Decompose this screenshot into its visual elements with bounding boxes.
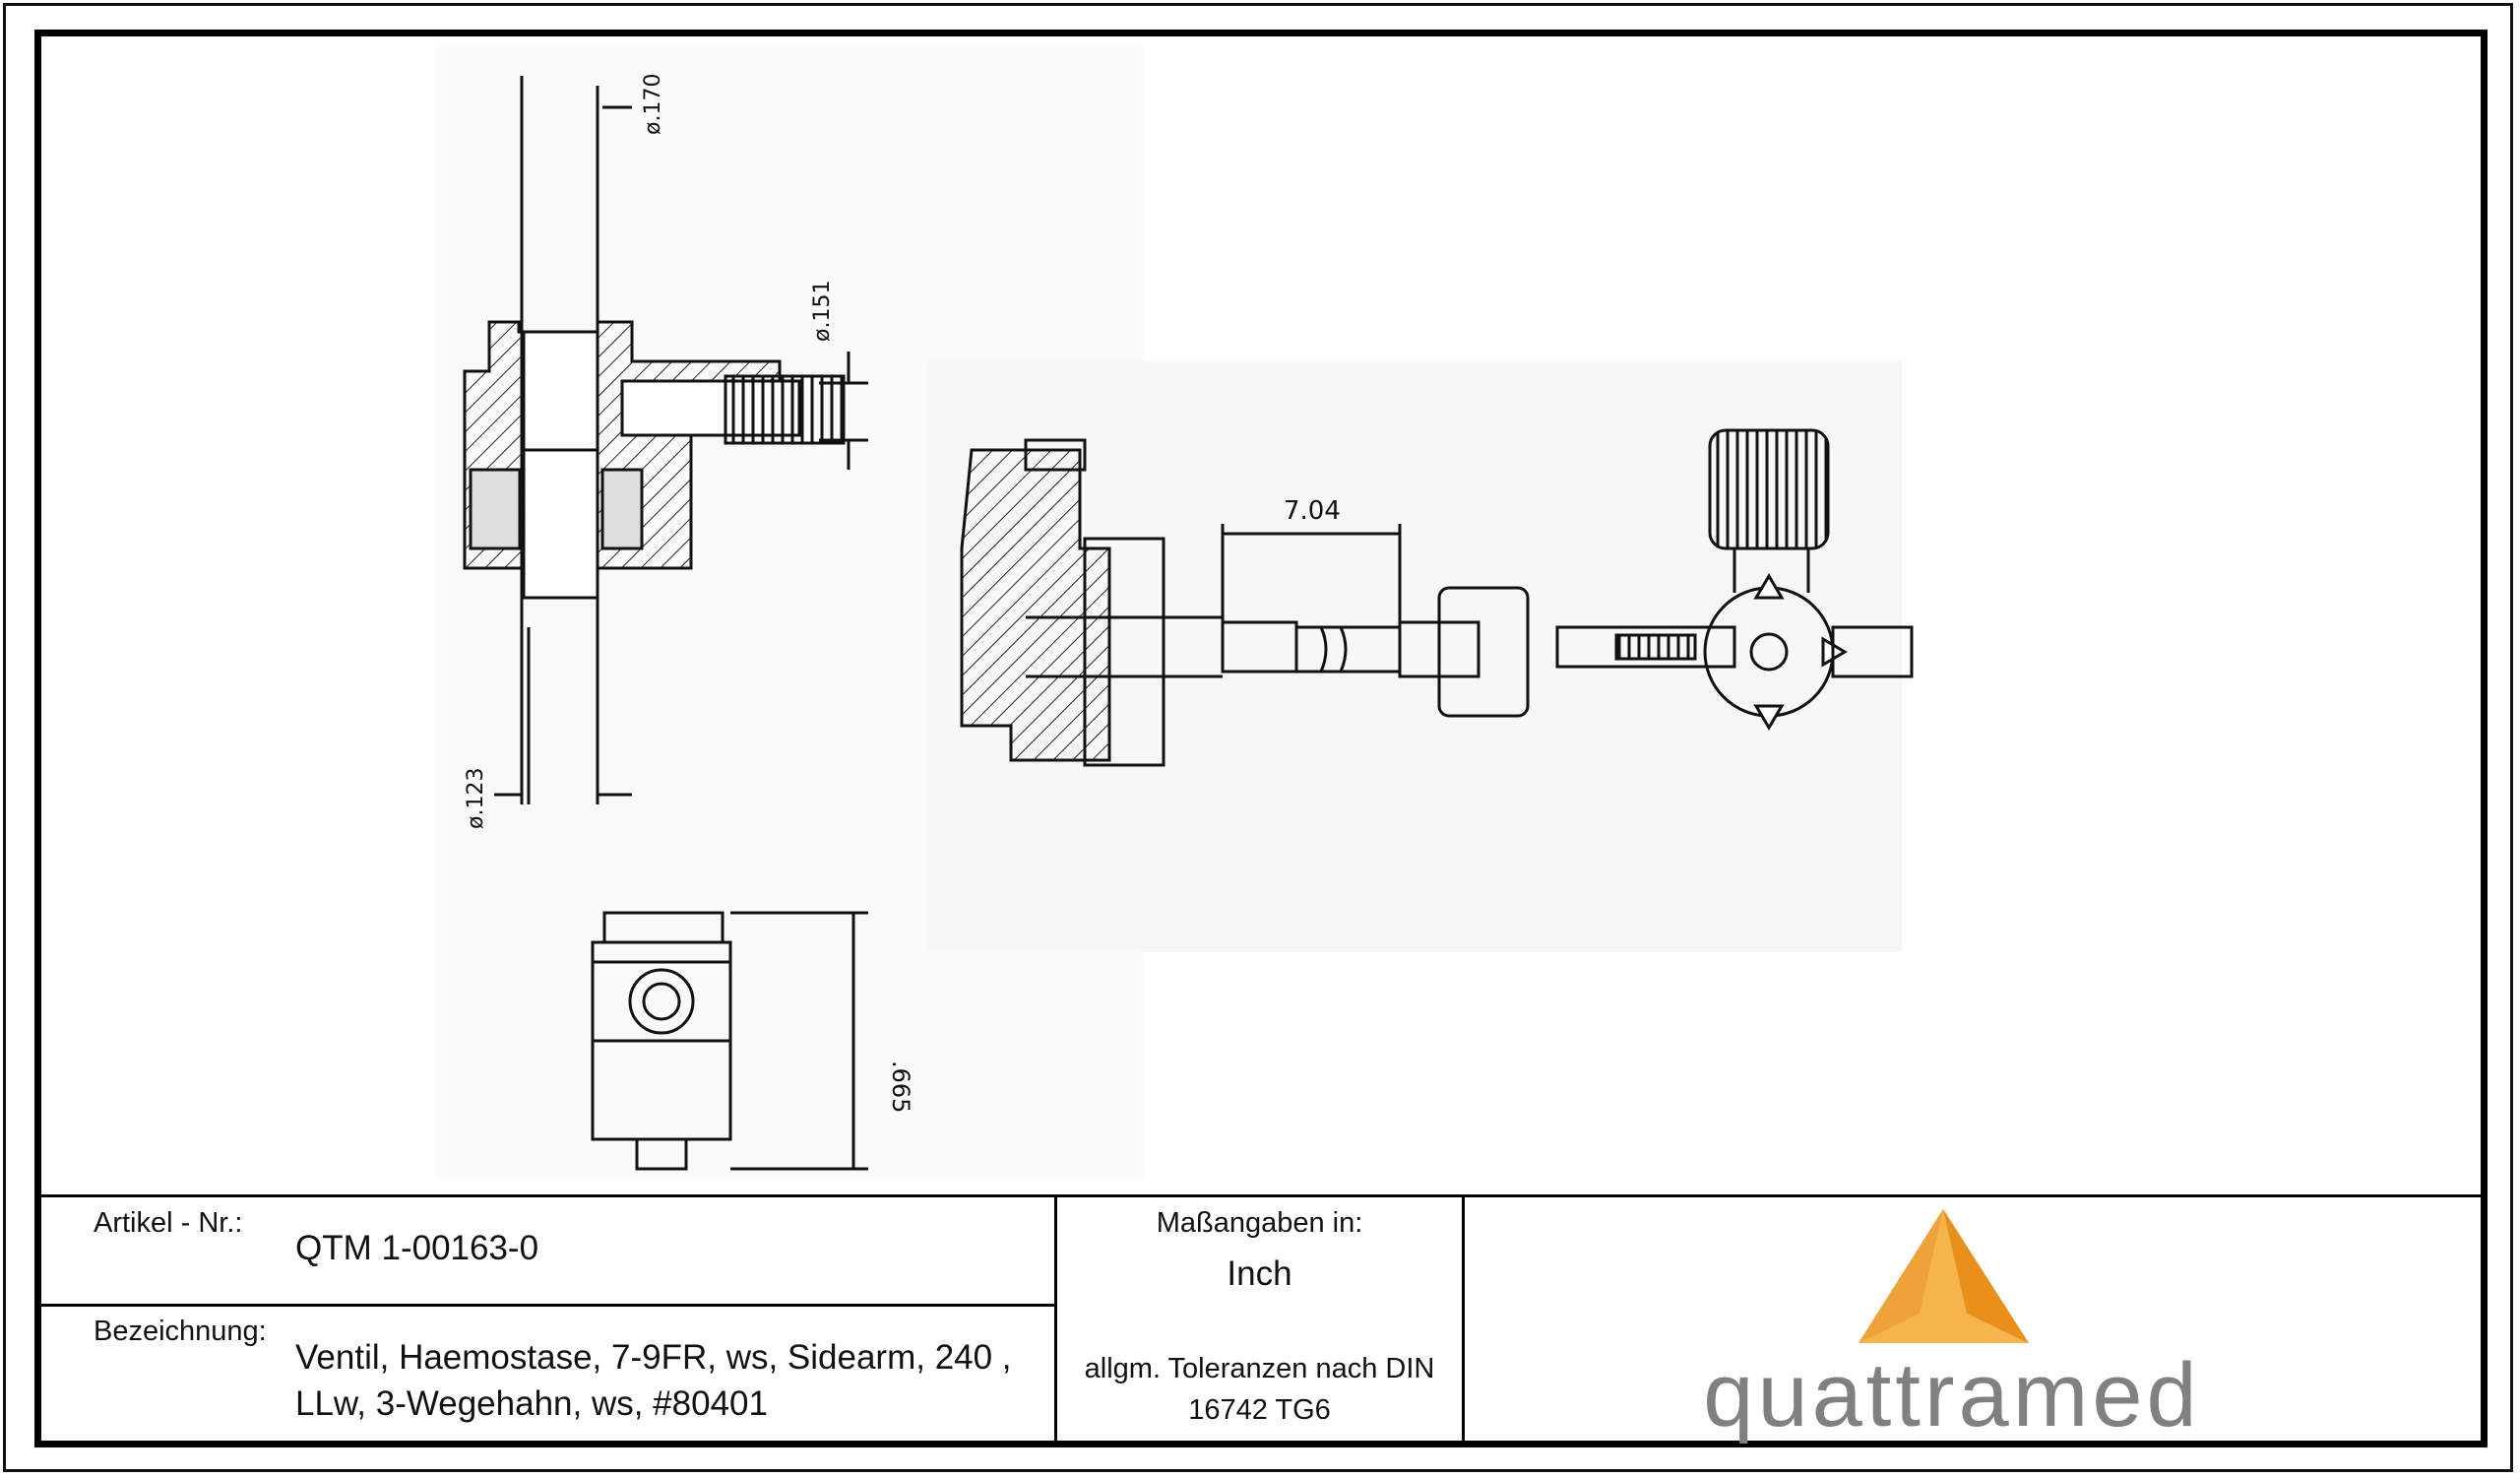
units-label: Maßangaben in:	[1156, 1207, 1363, 1239]
tolerance-line-2: 16742 TG6	[1188, 1394, 1331, 1426]
logo-cell: quattramed	[1465, 1197, 2481, 1446]
dim-dia-151: ø.151	[810, 281, 835, 342]
dim-665: .665	[887, 1060, 914, 1113]
logo-text: quattramed	[1703, 1345, 2200, 1444]
designation-line-1: Ventil, Haemostase, 7-9FR, ws, Sidearm, …	[295, 1338, 1012, 1377]
article-label: Artikel - Nr.:	[94, 1207, 243, 1239]
valve-assembly	[960, 428, 1914, 767]
units-cell: Maßangaben in: Inch allgm. Toleranzen na…	[1057, 1197, 1462, 1444]
end-view	[591, 911, 868, 1171]
technical-drawing: ø.170 ø.151 ø.123 .665	[41, 36, 2481, 1194]
outer-frame	[3, 3, 2513, 1472]
divider	[41, 1304, 1055, 1307]
drawing-canvas: ø.170 ø.151 ø.123 .665	[435, 46, 1914, 1179]
dim-7-04: 7.04	[1284, 496, 1341, 526]
article-number: QTM 1-00163-0	[295, 1229, 539, 1267]
title-block: Artikel - Nr.: QTM 1-00163-0 Bezeichnung…	[41, 1194, 2481, 1446]
logo-triangle-dark	[1943, 1209, 2029, 1343]
divider	[1054, 1197, 1057, 1444]
designation-line-2: LLw, 3-Wegehahn, ws, #80401	[295, 1384, 768, 1423]
tolerance-line-1: allgm. Toleranzen nach DIN	[1084, 1353, 1435, 1384]
drawing-frame: ø.170 ø.151 ø.123 .665	[34, 30, 2488, 1447]
dim-dia-170: ø.170	[641, 74, 665, 135]
divider	[1462, 1197, 1465, 1444]
quattramed-logo: quattramed	[1703, 1209, 2200, 1446]
logo-triangle-mid	[1858, 1209, 1943, 1343]
dim-dia-123: ø.123	[464, 768, 488, 829]
section-view	[463, 76, 868, 804]
designation-label: Bezeichnung:	[94, 1316, 267, 1347]
units-value: Inch	[1227, 1254, 1292, 1293]
